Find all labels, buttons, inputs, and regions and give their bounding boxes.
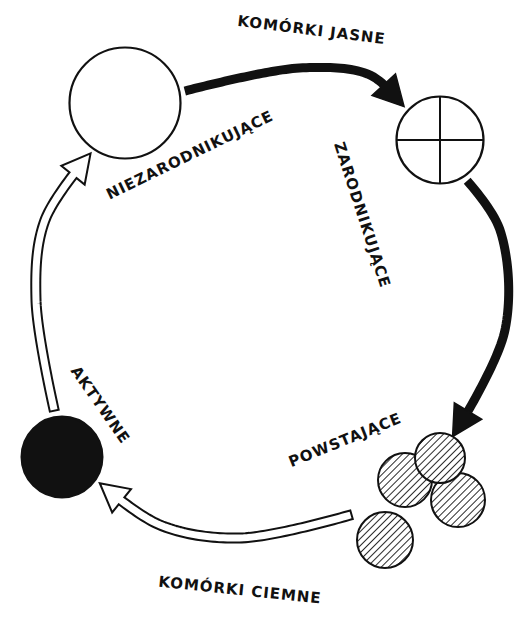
arrow-head (372, 74, 404, 107)
cell-outline (70, 48, 181, 159)
cluster-shape (355, 430, 488, 570)
light-cells-label: KOMÓRKI JASNE (237, 12, 387, 48)
stage-label: ZARODNIKUJĄCE (330, 140, 394, 290)
non-sporulating-cell: NIEZARODNIKUJĄCE (68, 46, 182, 160)
active-cell: AKTYWNE (20, 415, 104, 499)
forming-cells: POWSTAJĄCE (355, 430, 488, 570)
dark-cell (22, 417, 103, 498)
division-line (397, 139, 484, 141)
hatched-cell (357, 512, 413, 568)
arrow-shaft (467, 181, 509, 412)
group-label-holder: KOMÓRKI JASNE (237, 12, 387, 48)
cell-outline (397, 97, 484, 184)
arrow-shaft-outline (36, 174, 74, 411)
group-label-holder: KOMÓRKI CIEMNE (158, 572, 323, 607)
black-shape (20, 415, 104, 499)
hollow-arrow (100, 483, 353, 538)
solid-arrow (185, 67, 404, 106)
arrow-shaft (185, 67, 385, 91)
cross-shape (395, 95, 485, 185)
hatched-cell (415, 433, 465, 483)
arrow-shaft-fill (119, 499, 350, 538)
dark-cells-label: KOMÓRKI CIEMNE (158, 572, 323, 607)
solid-arrow (453, 181, 509, 437)
arrow-head (453, 403, 482, 437)
cell-label-holder: ZARODNIKUJĄCE (330, 140, 394, 290)
plain-shape (68, 46, 182, 160)
sporulating-cell: ZARODNIKUJĄCE (395, 95, 485, 185)
